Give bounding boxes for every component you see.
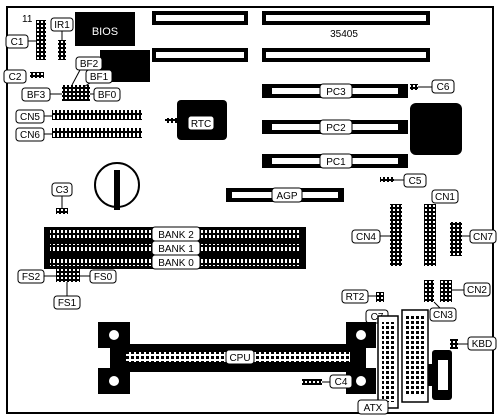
label-bf2: BF2 [80, 59, 99, 70]
label-c3-group: C3 [51, 182, 73, 214]
label-c6-group: C6 [410, 79, 455, 94]
label-fs0: FS0 [94, 272, 113, 283]
cn7-header: CN7 [450, 222, 497, 256]
label-c7: C7 [371, 312, 384, 323]
label-c6: C6 [437, 82, 450, 93]
label-c4: C4 [335, 377, 348, 388]
label-atx: ATX [364, 403, 383, 414]
label-c2-group: C2 [3, 69, 44, 84]
cn1-header: CN1 [424, 189, 459, 266]
label-cn6: CN6 [20, 130, 40, 141]
bios-chip [75, 12, 135, 46]
label-cn2: CN2 [467, 285, 487, 296]
label-fs2: FS2 [22, 272, 41, 283]
slot-pc3: PC3 [262, 83, 408, 99]
label-bf3: BF3 [27, 90, 46, 101]
label-cn1: CN1 [435, 192, 455, 203]
bf-jumpers [62, 85, 90, 101]
label-pc1: PC1 [326, 157, 346, 168]
cn6-header [52, 128, 142, 138]
label-bf0-group: BF0 [90, 87, 121, 102]
cn2-header [440, 280, 452, 302]
label-bank1: BANK 1 [158, 244, 194, 255]
label-cn3: CN3 [433, 310, 453, 321]
kbd-connector: KBD [428, 336, 497, 400]
label-cn2-group: CN2 [452, 282, 491, 297]
label-cn6-group: CN6 [15, 127, 52, 142]
label-bf1: BF1 [90, 72, 109, 83]
label-fs2-group: FS2 [17, 269, 56, 284]
label-rt2: RT2 [346, 292, 365, 303]
memory-bank-2: BANK 2 [44, 226, 306, 242]
memory-bank-1: BANK 1 [44, 240, 306, 256]
label-ir1-group: IR1 [50, 17, 74, 60]
board-model: 35405 [330, 29, 358, 40]
label-ir1: IR1 [54, 20, 70, 31]
label-pc3: PC3 [326, 87, 346, 98]
label-cn7: CN7 [473, 232, 493, 243]
label-fs0-group: FS0 [80, 269, 117, 284]
label-c5-group: C5 [380, 173, 427, 188]
slot-agp: AGP [226, 187, 344, 203]
cn4-header: CN4 [351, 204, 402, 266]
pin-number: 11 [22, 14, 33, 25]
label-pc2: PC2 [326, 123, 346, 134]
label-cn4: CN4 [356, 232, 376, 243]
label-c1-group: C1 [5, 34, 36, 49]
label-c5: C5 [409, 176, 422, 187]
label-agp: AGP [276, 191, 297, 202]
bios-label: BIOS [92, 26, 118, 38]
label-cpu: CPU [229, 353, 250, 364]
label-rtc: RTC [191, 119, 211, 130]
fs-jumpers [56, 268, 80, 282]
cn5-header [52, 110, 142, 120]
label-c4-group: C4 [302, 374, 353, 389]
label-c1: C1 [11, 37, 24, 48]
label-bf1-group: BF1 [81, 69, 113, 89]
label-c3: C3 [56, 185, 69, 196]
ir-header [36, 20, 46, 60]
battery [94, 162, 140, 210]
label-cn5: CN5 [20, 112, 40, 123]
atx-connector: ATX [357, 309, 429, 415]
cn3-header [424, 280, 434, 302]
label-bf0: BF0 [98, 90, 117, 101]
label-rt2-group: RT2 [341, 289, 384, 304]
label-c2: C2 [9, 72, 22, 83]
label-bf3-group: BF3 [21, 87, 62, 102]
label-fs1-group: FS1 [53, 282, 81, 310]
label-fs1: FS1 [58, 298, 77, 309]
label-cn5-group: CN5 [15, 109, 52, 124]
rtc-chip: RTC [165, 100, 227, 140]
label-kbd: KBD [472, 339, 493, 350]
chipset-right [410, 103, 462, 155]
label-bank2: BANK 2 [158, 230, 194, 241]
slot-pc2: PC2 [262, 119, 408, 135]
memory-bank-0: BANK 0 [44, 254, 306, 270]
label-bank0: BANK 0 [158, 258, 194, 269]
slot-pc1: PC1 [262, 153, 408, 169]
label-cn3-group: CN3 [429, 301, 457, 322]
